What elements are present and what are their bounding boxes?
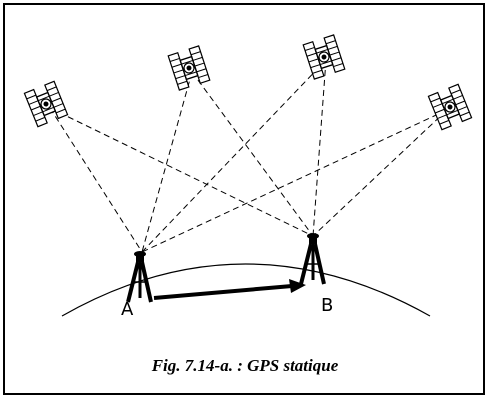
earth-surface — [61, 263, 431, 317]
signal-lines-to-a — [49, 59, 448, 253]
point-b-label: B — [321, 295, 334, 316]
baseline-arrow — [153, 279, 306, 300]
figure-frame — [3, 3, 485, 395]
point-a-label: A — [121, 299, 134, 320]
satellite-icon — [302, 34, 346, 80]
tripod-icon-a — [126, 249, 153, 304]
satellite-icon — [23, 80, 69, 128]
satellite-icon — [427, 83, 473, 131]
signal-lines-to-b — [49, 59, 448, 237]
figure-caption: Fig. 7.14-a. : GPS statique — [151, 356, 339, 375]
tripod-icon-b — [299, 231, 326, 286]
